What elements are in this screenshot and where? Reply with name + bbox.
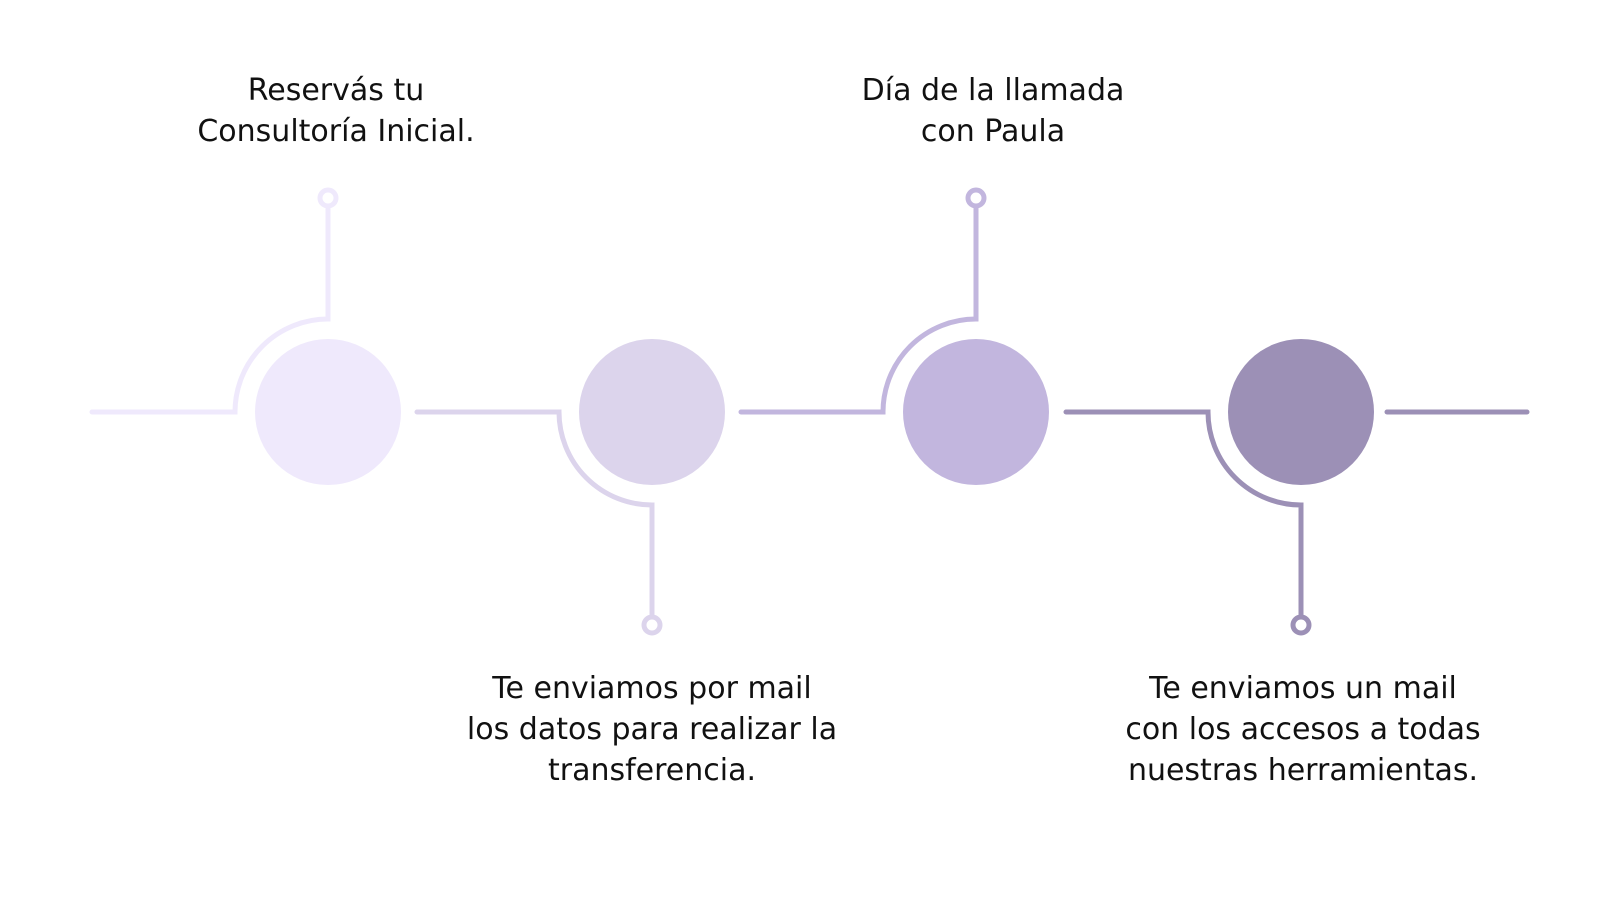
- step-2-line-1: Te enviamos por mail: [492, 671, 812, 706]
- step-4-line-2: con los accesos a todas: [1125, 712, 1481, 747]
- step-2-line-2: los datos para realizar la: [466, 712, 838, 747]
- step-3-end-dot: [965, 187, 987, 209]
- step-1-line-2: Consultoría Inicial.: [197, 114, 475, 149]
- step-2-connector: [414, 409, 655, 620]
- step-2-node: [579, 339, 725, 485]
- step-2-line-3: transferencia.: [547, 753, 757, 788]
- timeline-step-2: [414, 339, 725, 636]
- timeline-step-3: [738, 187, 1049, 485]
- step-4-label: Te enviamos un mail con los accesos a to…: [1125, 668, 1480, 791]
- step-3-line-2: con Paula: [920, 114, 1066, 149]
- step-4-node: [1228, 339, 1374, 485]
- step-4-line-3: nuestras herramientas.: [1127, 753, 1479, 788]
- step-2-end-dot: [641, 614, 663, 636]
- step-3-connector: [738, 203, 979, 415]
- timeline-step-1: [89, 187, 401, 485]
- step-3-node: [903, 339, 1049, 485]
- timeline-step-4: [1063, 339, 1530, 636]
- step-1-node: [255, 339, 401, 485]
- step-4-connector: [1063, 409, 1304, 620]
- step-1-end-dot: [317, 187, 339, 209]
- step-3-label: Día de la llamada con Paula: [862, 70, 1125, 152]
- step-1-connector: [89, 203, 331, 415]
- step-2-label: Te enviamos por mail los datos para real…: [467, 668, 837, 791]
- step-1-line-1: Reservás tu: [247, 73, 425, 108]
- step-3-line-1: Día de la llamada: [861, 73, 1125, 108]
- step-1-label: Reservás tu Consultoría Inicial.: [197, 70, 474, 152]
- step-4-end-dot: [1290, 614, 1312, 636]
- step-4-line-1: Te enviamos un mail: [1149, 671, 1457, 706]
